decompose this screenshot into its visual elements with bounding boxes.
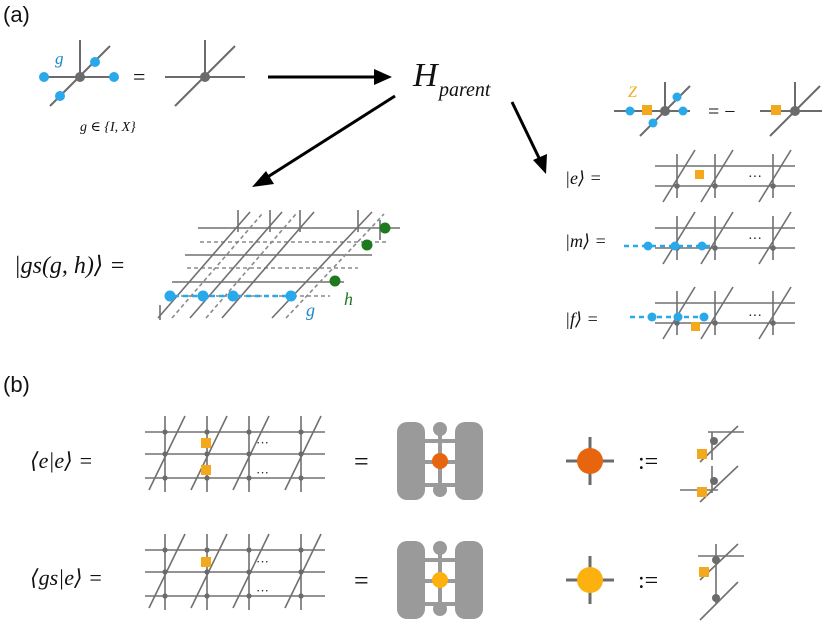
overlap-e-e: ⟨e|e⟩ = ··· ··· = :=	[30, 415, 744, 503]
arrows	[252, 69, 547, 187]
z-equals: = −	[708, 101, 736, 123]
ellipsis-m: ···	[748, 232, 762, 247]
equals-b1: =	[354, 447, 369, 476]
defeq-b2: :=	[638, 568, 658, 594]
ket-e-label: |e⟩ =	[565, 168, 602, 188]
excitation-m: |m⟩ = ···	[565, 211, 796, 265]
h-parent-subscript: parent	[437, 79, 491, 101]
gs-h-label: h	[344, 289, 353, 309]
orange-tensor-decomposition	[680, 425, 744, 503]
transfer-tensor-e	[397, 422, 483, 500]
ee-label: ⟨e|e⟩ =	[30, 448, 93, 473]
g-dot	[90, 57, 100, 67]
yellow-tensor-def	[566, 556, 614, 604]
gs-ket-label: |gs(g, h)⟩ =	[14, 253, 125, 279]
equals-sign: =	[133, 64, 145, 89]
h-parent-H: H	[412, 57, 440, 94]
h-parent: H parent	[412, 57, 491, 101]
gse-label: ⟨gs|e⟩ =	[30, 565, 103, 590]
yellow-tensor-decomposition	[698, 543, 744, 621]
excitation-f: |f⟩ = ···	[565, 286, 796, 340]
equals-b2: =	[354, 566, 369, 595]
g-dot	[39, 72, 49, 82]
defeq-b1: :=	[638, 449, 658, 475]
ket-m-label: |m⟩ =	[565, 231, 607, 251]
z-label: Z	[628, 84, 638, 101]
ellipsis-b3: ···	[256, 554, 269, 569]
panel-a-label: (a)	[3, 2, 30, 27]
orange-tensor-def	[566, 437, 614, 485]
excitation-e: |e⟩ = ···	[565, 149, 796, 203]
ellipsis-b4: ···	[256, 583, 269, 598]
ground-state-lattice	[157, 210, 400, 320]
ket-f-label: |f⟩ =	[565, 309, 599, 329]
ground-state-equation: |gs(g, h)⟩ =	[14, 210, 400, 320]
g-label: g	[55, 49, 64, 68]
overlap-gs-e: ⟨gs|e⟩ = ··· ··· = :=	[30, 533, 744, 621]
symmetry-equation: g = g ∈ {I, X}	[39, 40, 245, 135]
z-equation: Z = −	[614, 82, 822, 137]
g-set-label: g ∈ {I, X}	[80, 120, 136, 135]
panel-b-label: (b)	[3, 372, 30, 397]
gs-g-label: g	[306, 300, 315, 320]
ellipsis-b2: ···	[256, 465, 269, 480]
g-dot	[109, 72, 119, 82]
transfer-tensor-gs	[397, 541, 483, 619]
ellipsis-b1: ···	[256, 435, 269, 450]
ellipsis-e: ···	[748, 170, 762, 185]
g-dot	[55, 91, 65, 101]
ellipsis-f: ···	[748, 309, 762, 324]
